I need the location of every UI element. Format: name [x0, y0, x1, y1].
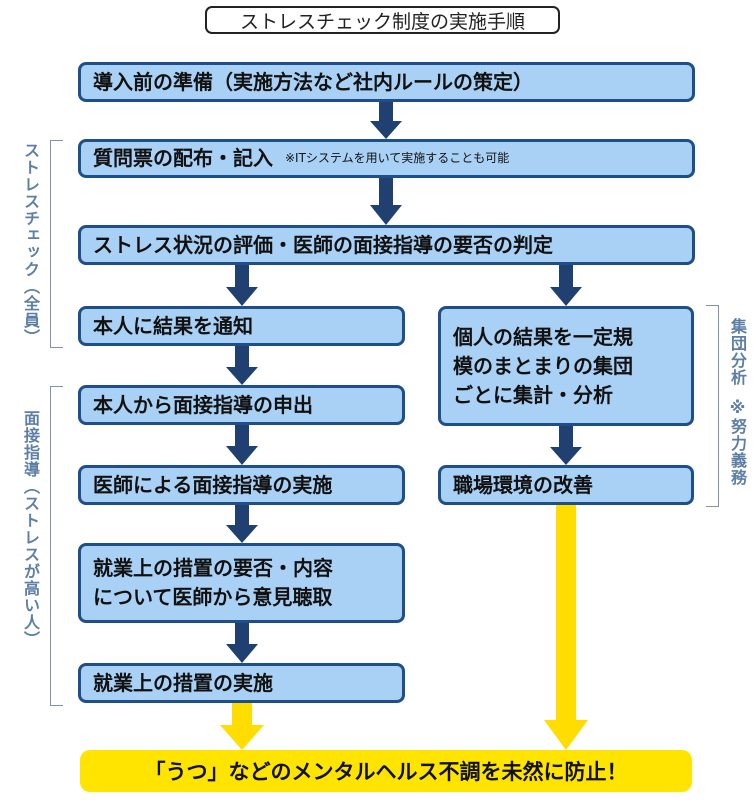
step-questionnaire-label: 質問票の配布・記入 — [93, 146, 273, 170]
step-questionnaire: 質問票の配布・記入 ※ITシステムを用いて実施することも可能 — [78, 139, 695, 178]
arrow-down-icon — [550, 426, 582, 465]
step-improve-workplace-label: 職場環境の改善 — [453, 472, 593, 497]
label-group-analysis: 集団分析 — [728, 318, 747, 386]
arrow-down-icon — [370, 102, 402, 139]
step-request-interview-label: 本人から面接指導の申出 — [93, 392, 313, 417]
final-goal-banner: 「うつ」などのメンタルヘルス不調を未然に防止！ — [80, 750, 692, 792]
step-hear-opinion-line2: について医師から意見聴取 — [93, 585, 333, 609]
page-title: ストレスチェック制度の実施手順 — [205, 6, 560, 34]
arrow-down-icon — [226, 265, 258, 306]
step-request-interview: 本人から面接指導の申出 — [78, 385, 405, 425]
step-notify-result: 本人に結果を通知 — [78, 306, 405, 346]
arrow-down-icon — [226, 425, 258, 465]
bracket-stress-check — [50, 140, 63, 348]
step-implement-measures-label: 就業上の措置の実施 — [93, 670, 273, 695]
step-evaluation-label: ストレス状況の評価・医師の面接指導の要否の判定 — [93, 232, 553, 257]
arrow-down-icon — [544, 505, 588, 750]
step-hear-opinion-line1: 就業上の措置の要否・内容 — [93, 556, 333, 580]
arrow-down-icon — [226, 505, 258, 543]
step-notify-result-label: 本人に結果を通知 — [93, 313, 253, 338]
step-improve-workplace: 職場環境の改善 — [438, 465, 694, 505]
step-questionnaire-note: ※ITシステムを用いて実施することも可能 — [285, 150, 510, 165]
step-preparation-label: 導入前の準備（実施方法など社内ルールの策定） — [93, 69, 533, 94]
bracket-interview — [50, 386, 63, 706]
label-interview: 面接指導（ストレスが高い人） — [21, 410, 40, 648]
step-group-analysis-line1: 個人の結果を一定規 — [453, 324, 633, 349]
step-conduct-interview-label: 医師による面接指導の実施 — [93, 472, 333, 497]
label-stress-check: ストレスチェック（全員） — [21, 142, 40, 346]
step-conduct-interview: 医師による面接指導の実施 — [78, 465, 405, 505]
step-hear-opinion: 就業上の措置の要否・内容 について医師から意見聴取 — [78, 543, 405, 623]
step-group-analysis-line3: ごとに集計・分析 — [453, 382, 613, 407]
step-evaluation: ストレス状況の評価・医師の面接指導の要否の判定 — [78, 225, 695, 265]
arrow-down-icon — [370, 178, 402, 225]
final-goal-label: 「うつ」などのメンタルヘルス不調を未然に防止！ — [144, 760, 628, 784]
arrow-down-icon — [226, 623, 258, 663]
step-group-analysis-line2: 模のまとまりの集団 — [453, 353, 633, 378]
step-group-analysis: 個人の結果を一定規 模のまとまりの集団 ごとに集計・分析 — [438, 306, 694, 426]
label-effort-duty: ※努力義務 — [728, 398, 747, 486]
arrow-down-icon — [226, 346, 258, 385]
step-implement-measures: 就業上の措置の実施 — [78, 663, 405, 703]
arrow-down-icon — [220, 703, 264, 750]
step-preparation: 導入前の準備（実施方法など社内ルールの策定） — [78, 62, 695, 102]
arrow-down-icon — [550, 265, 582, 306]
bracket-group-analysis — [706, 305, 719, 507]
